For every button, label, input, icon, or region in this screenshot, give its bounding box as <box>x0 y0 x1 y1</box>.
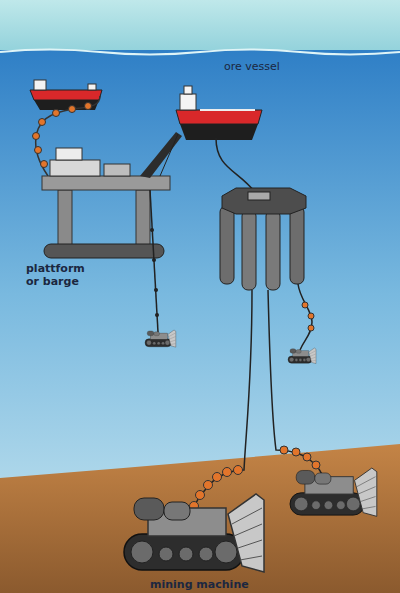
supply-ship <box>30 90 102 100</box>
mining-machine-symbol <box>145 330 176 347</box>
lift-cable <box>150 190 158 332</box>
transfer-hose <box>216 138 258 196</box>
mining-platform <box>222 188 306 214</box>
ore-vessel-ship <box>176 110 262 124</box>
supply-ship <box>34 80 46 90</box>
float-chain <box>33 133 40 140</box>
barge-platform <box>140 132 182 178</box>
mining-platform <box>220 206 234 284</box>
riser-hose <box>196 491 205 500</box>
float-chain <box>69 106 76 113</box>
barge-platform <box>42 132 182 258</box>
riser-hose <box>308 313 314 319</box>
barge-platform <box>50 160 100 176</box>
riser-hose <box>302 302 308 308</box>
riser-hose <box>312 461 320 469</box>
ore-vessel-ship <box>176 86 262 140</box>
mining-platform <box>290 206 304 284</box>
riser-hose <box>213 473 222 482</box>
vessel-label: ore vessel <box>224 60 314 73</box>
float-chain <box>35 147 42 154</box>
barge-platform <box>56 148 82 160</box>
mining-machine-symbol <box>124 494 264 572</box>
lift-cable <box>150 228 154 232</box>
riser-hose <box>292 448 300 456</box>
platform-label: plattform or barge <box>26 262 90 288</box>
supply-ship <box>34 100 99 110</box>
mining-machine-symbol <box>290 468 377 516</box>
float-chain <box>39 119 46 126</box>
riser-hose <box>223 468 232 477</box>
barge-platform <box>42 176 170 190</box>
riser-hose <box>268 290 324 480</box>
riser-hose <box>308 325 314 331</box>
lift-cable <box>155 313 159 317</box>
riser-hose <box>234 466 243 475</box>
riser-hose <box>280 446 288 454</box>
barge-platform <box>104 164 130 176</box>
sky <box>0 0 400 56</box>
riser-hose <box>204 481 213 490</box>
float-chain <box>33 96 101 176</box>
barge-platform <box>44 244 164 258</box>
mining-platform <box>248 192 270 200</box>
float-chain <box>41 161 48 168</box>
mining-platform <box>242 210 256 290</box>
ore-vessel-ship <box>200 109 255 111</box>
barge-platform <box>58 190 72 248</box>
lift-cable <box>150 190 159 332</box>
float-chain <box>53 110 60 117</box>
riser-hose <box>190 290 253 520</box>
riser-hose <box>303 453 311 461</box>
ore-vessel-ship <box>180 94 196 110</box>
riser-hose <box>190 290 252 520</box>
float-chain <box>85 103 92 110</box>
barge-platform <box>160 134 178 176</box>
supply-ship <box>88 84 96 90</box>
supply-ship <box>30 80 102 110</box>
mining-platform <box>266 210 280 290</box>
machine-label: mining machine <box>150 578 270 591</box>
seabed <box>0 444 400 593</box>
mining-platform <box>220 188 306 290</box>
float-chain <box>36 96 100 176</box>
riser-hose <box>268 290 324 480</box>
water-surface <box>0 50 400 55</box>
lift-cable <box>154 288 158 292</box>
water <box>0 50 400 593</box>
riser-hose <box>298 284 314 350</box>
ore-vessel-ship <box>180 124 258 140</box>
barge-platform <box>136 190 150 248</box>
ore-vessel-ship <box>184 86 192 94</box>
lift-cable <box>152 258 156 262</box>
mining-machine-symbol <box>288 348 316 364</box>
